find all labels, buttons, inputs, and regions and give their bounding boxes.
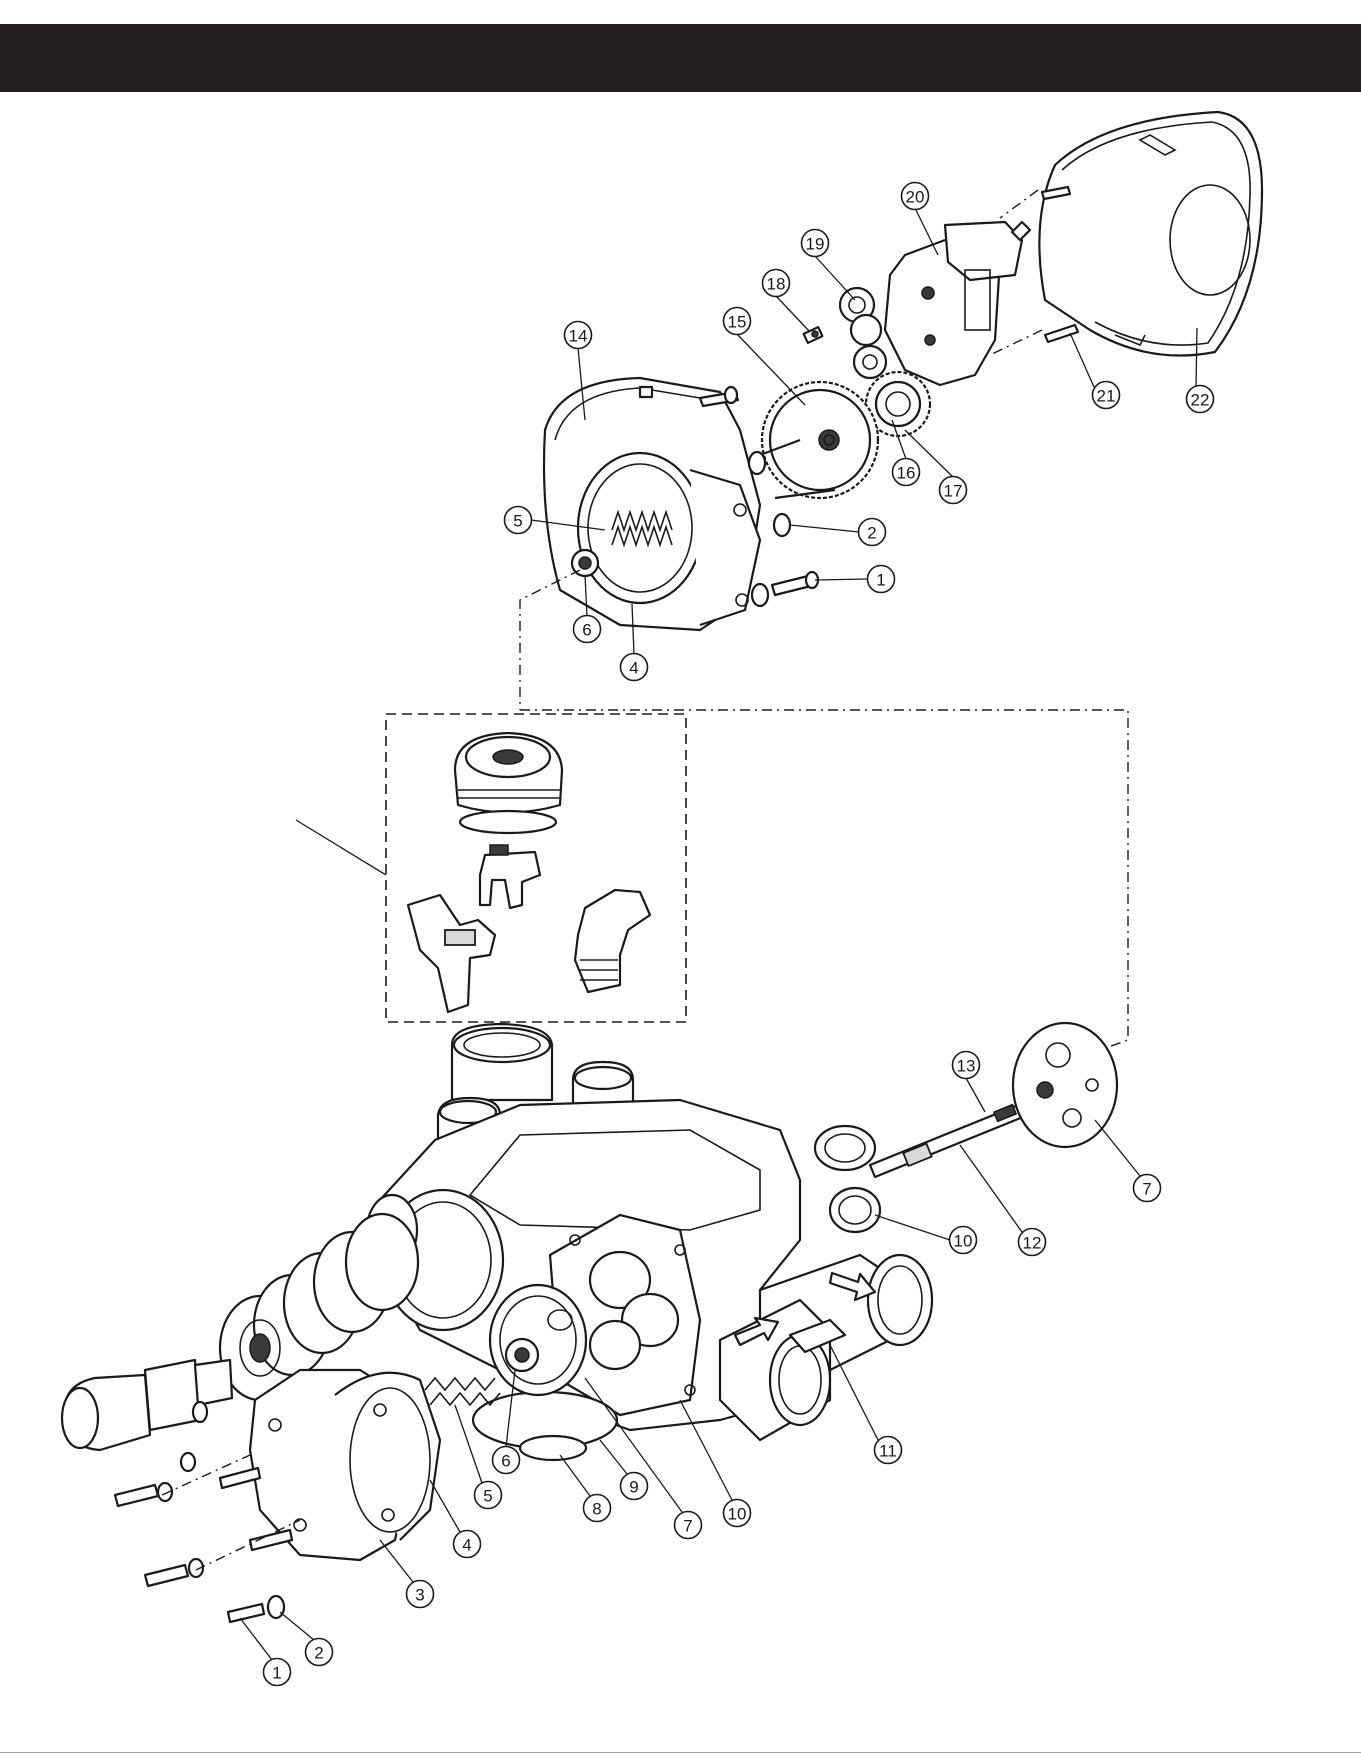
main-gear-part	[760, 382, 878, 498]
callout-number: 18	[767, 275, 786, 294]
callout-number: 10	[954, 1232, 973, 1251]
lower-spring-part	[425, 1378, 500, 1405]
bottom-cap-part	[520, 1436, 586, 1460]
callout-number: 1	[272, 1664, 281, 1683]
callout-19: 19	[802, 230, 829, 257]
callout-20: 20	[902, 183, 929, 210]
kit-box	[296, 714, 686, 1022]
callout-number: 21	[1097, 387, 1116, 406]
callout-number: 14	[569, 327, 588, 346]
callout-5: 5	[475, 1482, 502, 1509]
callout-number: 12	[1023, 1234, 1042, 1253]
callout-number: 19	[806, 235, 825, 254]
end-cap-housing-part	[250, 1370, 440, 1560]
callout-number: 2	[314, 1644, 323, 1663]
callout-number: 7	[683, 1517, 692, 1536]
callout-7: 7	[675, 1512, 702, 1539]
callout-10: 10	[950, 1227, 977, 1254]
callout-number: 22	[1191, 391, 1210, 410]
callout-2: 2	[306, 1639, 333, 1666]
footer-rule	[0, 1752, 1361, 1753]
callout-number: 13	[957, 1057, 976, 1076]
callout-number: 9	[629, 1478, 638, 1497]
callout-number: 20	[906, 188, 925, 207]
callout-number: 16	[897, 464, 916, 483]
motor-assembly-part	[885, 222, 1030, 385]
callout-16: 16	[893, 459, 920, 486]
callout-11: 11	[875, 1437, 902, 1464]
callout-number: 8	[592, 1500, 601, 1519]
callout-7: 7	[1134, 1175, 1161, 1202]
callout-22: 22	[1187, 386, 1214, 413]
cover-part	[1039, 112, 1262, 356]
callout-number: 1	[876, 571, 885, 590]
callout-21: 21	[1093, 382, 1120, 409]
callout-number: 4	[462, 1536, 471, 1555]
callout-14: 14	[565, 322, 592, 349]
callout-number: 5	[483, 1487, 492, 1506]
drive-gear-part	[840, 288, 886, 378]
callout-5: 5	[505, 507, 532, 534]
callout-number: 2	[867, 524, 876, 543]
piston-rod-part	[62, 1360, 232, 1450]
callout-2: 2	[859, 519, 886, 546]
callout-4: 4	[621, 654, 648, 681]
callout-number: 4	[629, 659, 638, 678]
callout-6: 6	[574, 616, 601, 643]
upper-right-ring-part	[815, 1126, 880, 1232]
callout-8: 8	[584, 1495, 611, 1522]
callout-6: 6	[493, 1447, 520, 1474]
callout-1: 1	[868, 566, 895, 593]
callout-number: 15	[728, 313, 747, 332]
callout-9: 9	[621, 1473, 648, 1500]
callout-number: 5	[513, 512, 522, 531]
screw-part	[804, 327, 823, 343]
callout-number: 6	[501, 1452, 510, 1471]
callout-number: 7	[1142, 1180, 1151, 1199]
callout-18: 18	[763, 270, 790, 297]
callout-12: 12	[1019, 1229, 1046, 1256]
end-plate-part	[490, 1285, 586, 1395]
callout-10: 10	[724, 1500, 751, 1527]
callout-13: 13	[953, 1052, 980, 1079]
callout-17: 17	[940, 477, 967, 504]
callout-number: 17	[944, 482, 963, 501]
callout-15: 15	[724, 308, 751, 335]
callout-number: 3	[415, 1586, 424, 1605]
callout-1: 1	[264, 1659, 291, 1686]
callout-number: 10	[728, 1505, 747, 1524]
callout-3: 3	[407, 1581, 434, 1608]
callout-4: 4	[454, 1531, 481, 1558]
callout-number: 11	[879, 1442, 897, 1461]
callout-number: 6	[582, 621, 591, 640]
